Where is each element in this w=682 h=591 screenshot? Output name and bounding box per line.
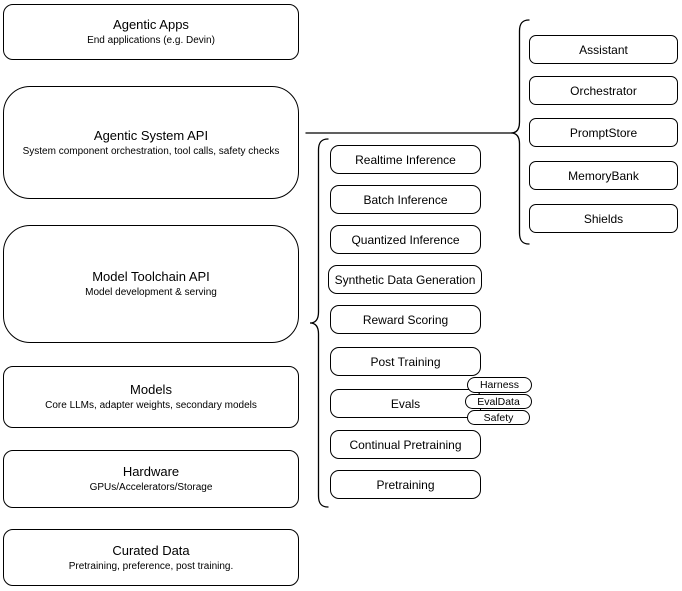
service-box-evals: Evals — [330, 389, 481, 418]
service-label: Reward Scoring — [362, 312, 449, 327]
service-label: Post Training — [370, 354, 441, 369]
component-box-promptstore: PromptStore — [529, 118, 678, 147]
layer-subtitle: Model development & serving — [85, 287, 217, 298]
service-box-batch-inference: Batch Inference — [330, 185, 481, 214]
layer-subtitle: System component orchestration, tool cal… — [22, 145, 280, 157]
service-box-realtime-inference: Realtime Inference — [330, 145, 481, 174]
evals-tag-evaldata: EvalData — [465, 394, 532, 409]
system-components-brace — [510, 19, 530, 245]
component-box-memorybank: MemoryBank — [529, 161, 678, 190]
layer-title: Hardware — [122, 464, 180, 479]
service-label: Synthetic Data Generation — [334, 272, 476, 287]
component-label: Shields — [583, 211, 624, 226]
service-box-post-training: Post Training — [330, 347, 481, 376]
layer-title: Curated Data — [112, 542, 190, 558]
service-label: Realtime Inference — [355, 152, 456, 167]
evals-tag-label: Safety — [483, 411, 514, 424]
service-box-continual-pretraining: Continual Pretraining — [330, 430, 481, 459]
layer-curated-data: Curated Data Pretraining, preference, po… — [3, 529, 299, 586]
component-label: Assistant — [579, 42, 628, 57]
toolchain-brace — [309, 138, 329, 508]
service-label: Pretraining — [376, 477, 435, 492]
layer-agentic-system-api: Agentic System API System component orch… — [3, 86, 299, 199]
evals-tag-safety: Safety — [467, 410, 530, 425]
evals-tag-label: EvalData — [477, 395, 520, 408]
layer-subtitle: Pretraining, preference, post training. — [68, 560, 234, 572]
service-box-quantized-inference: Quantized Inference — [330, 225, 481, 254]
evals-tag-label: Harness — [479, 379, 520, 391]
component-label: MemoryBank — [568, 168, 639, 183]
service-label: Continual Pretraining — [349, 437, 462, 452]
service-label: Batch Inference — [363, 192, 448, 207]
evals-tag-harness: Harness — [467, 377, 532, 393]
service-box-reward-scoring: Reward Scoring — [330, 305, 481, 334]
layer-title: Agentic Apps — [113, 17, 189, 32]
service-box-pretraining: Pretraining — [330, 470, 481, 499]
component-box-orchestrator: Orchestrator — [529, 76, 678, 105]
component-label: PromptStore — [569, 125, 638, 140]
layer-models: Models Core LLMs, adapter weights, secon… — [3, 366, 299, 428]
layer-title: Models — [130, 382, 172, 397]
layer-agentic-apps: Agentic Apps End applications (e.g. Devi… — [3, 4, 299, 60]
layer-subtitle: End applications (e.g. Devin) — [87, 35, 215, 46]
component-label: Orchestrator — [570, 83, 637, 98]
service-label: Quantized Inference — [351, 232, 460, 247]
layer-subtitle: GPUs/Accelerators/Storage — [89, 482, 213, 493]
service-box-synthetic-data-generation: Synthetic Data Generation — [328, 265, 482, 294]
layer-subtitle: Core LLMs, adapter weights, secondary mo… — [45, 400, 257, 411]
layer-model-toolchain-api: Model Toolchain API Model development & … — [3, 225, 299, 343]
layer-hardware: Hardware GPUs/Accelerators/Storage — [3, 450, 299, 508]
service-label: Evals — [390, 396, 421, 411]
layer-title: Agentic System API — [93, 127, 209, 143]
layer-title: Model Toolchain API — [92, 269, 210, 284]
component-box-shields: Shields — [529, 204, 678, 233]
component-box-assistant: Assistant — [529, 35, 678, 64]
